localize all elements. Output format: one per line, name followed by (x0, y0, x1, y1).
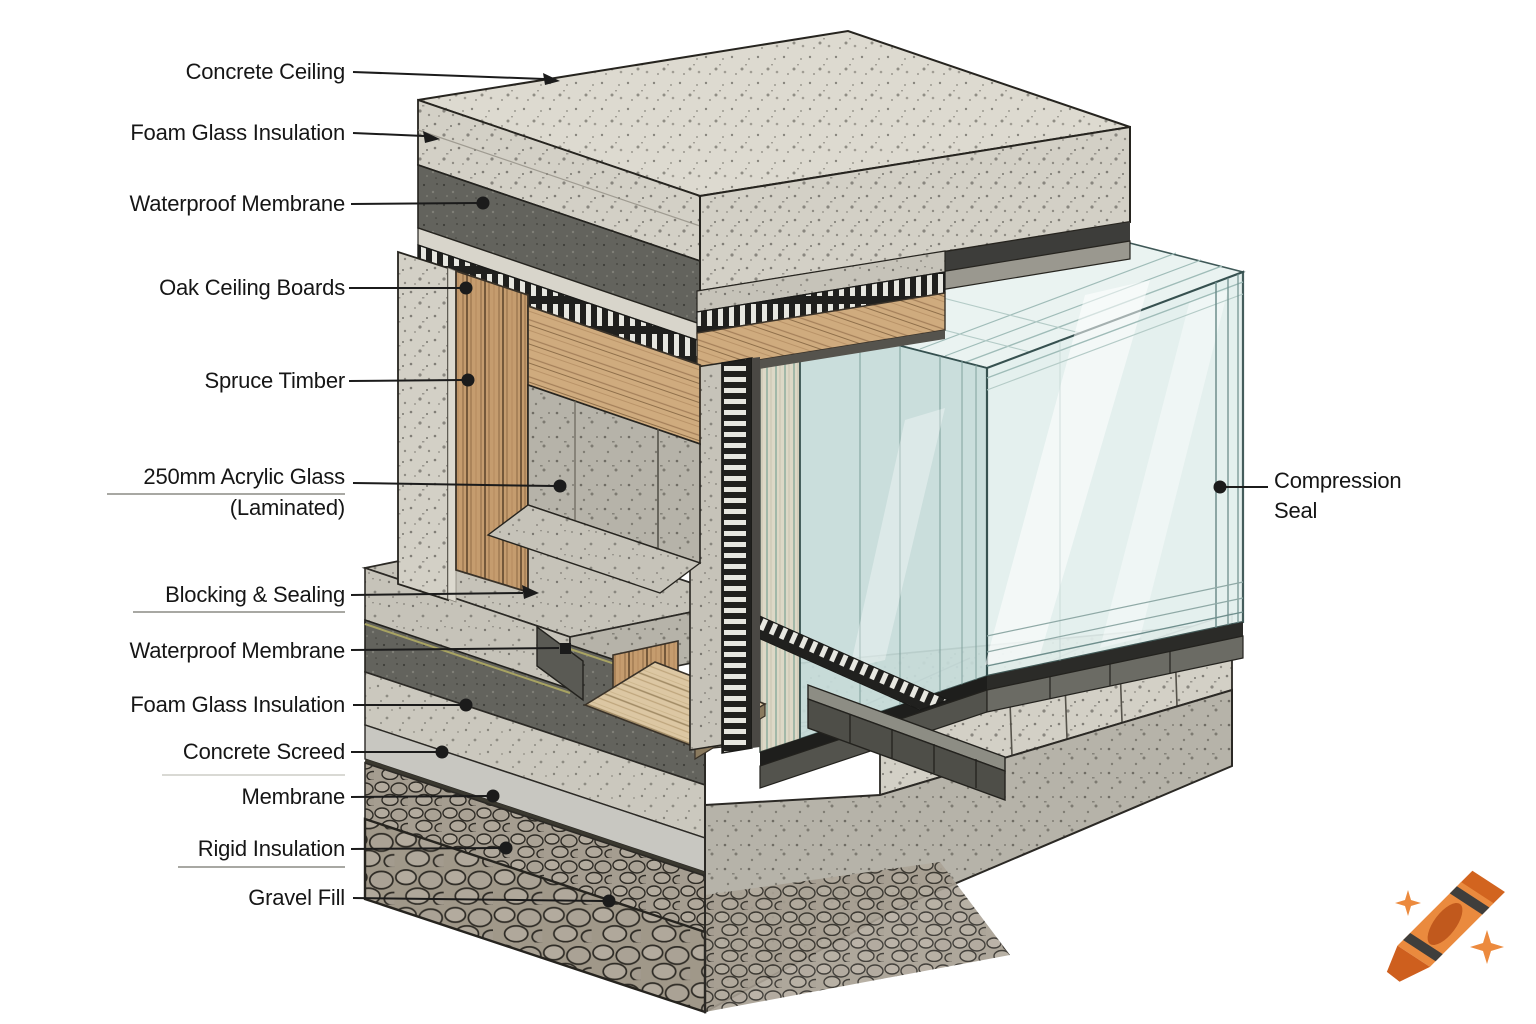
label-foam-glass-top: Foam Glass Insulation (130, 120, 345, 145)
leader-membrane (350, 789, 500, 803)
glass-base-plate-right (987, 622, 1243, 690)
leader-acrylic-glass (352, 479, 567, 493)
label-acrylic-glass-underline (107, 493, 345, 495)
label-membrane: Membrane (241, 784, 345, 809)
leader-concrete-screed (351, 745, 449, 759)
crayon-end-cap (1459, 870, 1505, 905)
sparkle-icon-large (1470, 930, 1504, 964)
pillar-edge (752, 357, 760, 748)
leader-oak-ceiling-boards (349, 281, 473, 295)
pillar-thermal-break (721, 357, 753, 754)
wall-gap-strip (447, 267, 457, 603)
leader-waterproof-membrane-top (350, 196, 490, 210)
label-gravel-fill: Gravel Fill (248, 885, 345, 910)
leader-rigid-insulation (350, 841, 513, 855)
niche-floor (486, 504, 702, 594)
paver-block-row (807, 683, 1006, 802)
leader-waterproof-membrane-bottom (350, 643, 571, 654)
soffit-dark-strip (940, 222, 1130, 272)
glass-pedestal-right (986, 635, 1244, 713)
leader-foam-glass-top (352, 131, 440, 143)
leader-gravel-fill (352, 894, 616, 908)
floor-right-cobbles (705, 862, 1010, 1012)
membrane-line (364, 759, 706, 876)
label-acrylic-glass: 250mm Acrylic Glass (Laminated) (107, 464, 345, 521)
label-acrylic-glass-line1: 250mm Acrylic Glass (143, 464, 345, 489)
crayon-label-oval (1427, 902, 1463, 946)
leader-spruce-timber (348, 373, 475, 387)
leader-compression-seal (1213, 480, 1268, 494)
label-rigid-insulation: Rigid Insulation (178, 836, 345, 868)
label-foam-glass-bottom: Foam Glass Insulation (130, 692, 345, 717)
label-spruce-timber: Spruce Timber (204, 368, 346, 393)
crayon-stripe-top (1449, 886, 1490, 915)
label-concrete-screed: Concrete Screed (162, 739, 345, 776)
crayon-stripe-bottom (1403, 932, 1443, 962)
leader-lines (348, 71, 1268, 908)
label-acrylic-glass-line2: (Laminated) (229, 495, 345, 520)
label-compression-seal-line2: Seal (1274, 498, 1318, 523)
leader-concrete-ceiling (352, 71, 560, 85)
label-compression-seal: Compression Seal (1274, 466, 1402, 526)
leader-blocking-sealing (350, 585, 539, 599)
left-wall (397, 250, 702, 603)
crayon-tip (1386, 945, 1430, 982)
label-waterproof-membrane-top: Waterproof Membrane (129, 191, 346, 216)
label-waterproof-membrane-bottom: Waterproof Membrane (129, 638, 346, 663)
label-concrete-screed-underline (162, 774, 345, 776)
label-compression-seal-line1: Compression (1274, 468, 1402, 493)
label-concrete-screed-text: Concrete Screed (182, 739, 345, 764)
label-rigid-insulation-text: Rigid Insulation (197, 836, 345, 861)
crayon-logo (1386, 870, 1505, 982)
label-rigid-insulation-underline (178, 866, 345, 868)
label-blocking-sealing-text: Blocking & Sealing (165, 582, 345, 607)
label-oak-ceiling-boards: Oak Ceiling Boards (159, 275, 345, 300)
label-blocking-sealing-underline (133, 611, 345, 613)
label-concrete-ceiling: Concrete Ceiling (185, 59, 346, 84)
leader-foam-glass-bottom (353, 698, 473, 712)
glass-laminated-edge (759, 309, 801, 753)
label-blocking-sealing: Blocking & Sealing (133, 582, 345, 613)
sparkle-icon-small (1395, 890, 1421, 916)
wall-concrete-strip (397, 250, 449, 602)
